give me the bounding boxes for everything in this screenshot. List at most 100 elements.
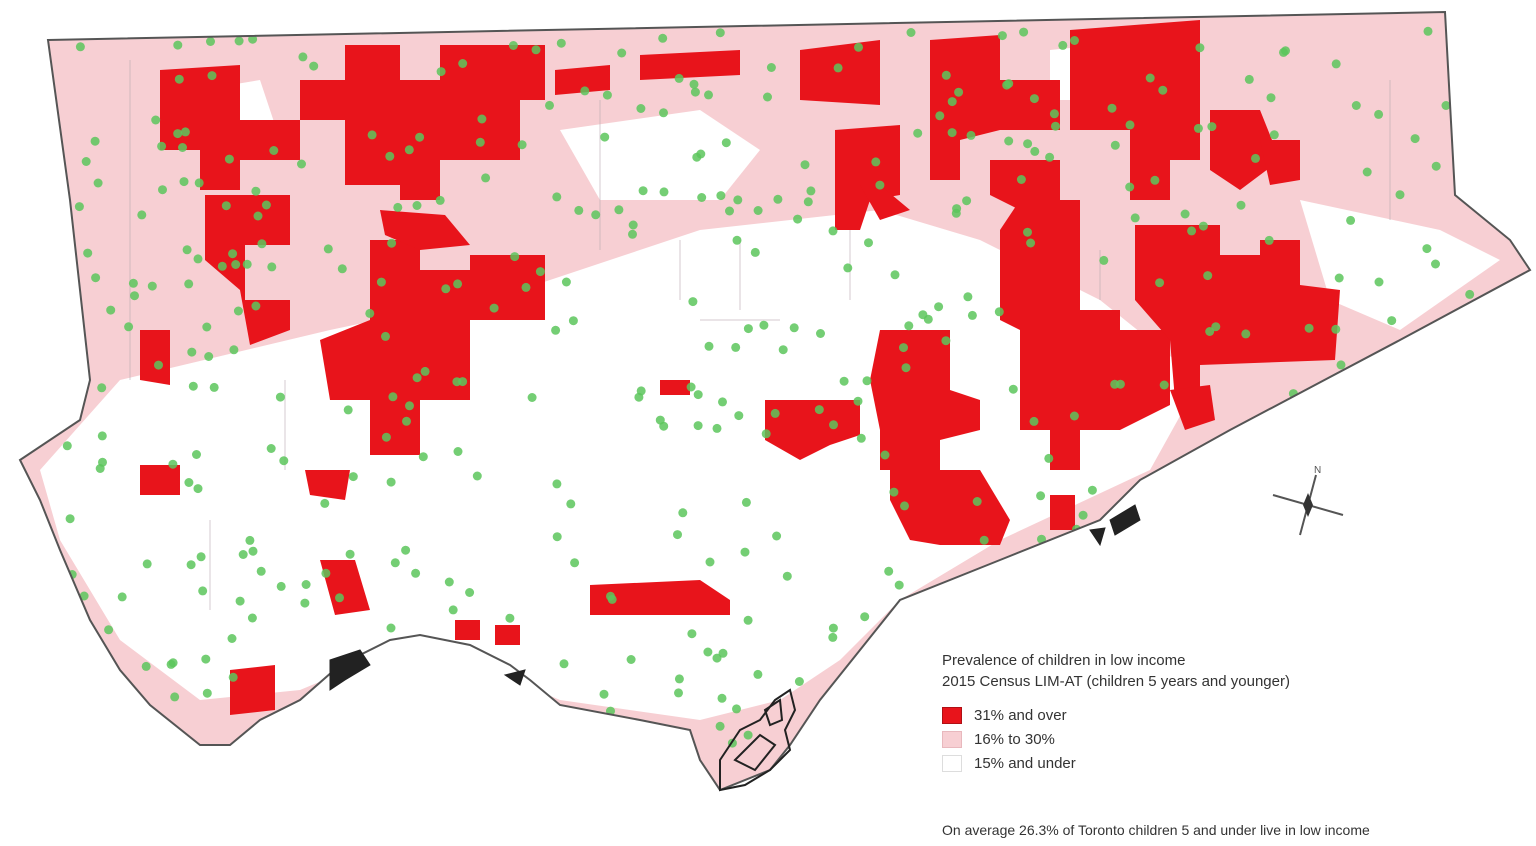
location-marker (967, 310, 977, 320)
location-marker (545, 100, 554, 110)
location-marker (198, 586, 208, 596)
location-marker (814, 405, 824, 415)
location-marker (559, 659, 569, 669)
location-marker (1251, 153, 1260, 163)
location-marker (803, 197, 813, 207)
location-marker (453, 447, 463, 456)
location-marker (997, 31, 1007, 41)
location-marker (1099, 255, 1109, 265)
location-marker (1187, 226, 1197, 236)
location-marker (743, 730, 753, 740)
location-marker (412, 373, 422, 383)
location-marker (712, 423, 722, 433)
location-marker (170, 692, 180, 702)
location-marker (508, 41, 518, 50)
location-marker (570, 558, 580, 568)
location-marker (367, 130, 377, 140)
location-marker (441, 284, 451, 294)
location-marker (688, 297, 698, 307)
location-marker (1362, 167, 1372, 177)
location-marker (269, 146, 279, 155)
location-marker (979, 535, 989, 545)
location-marker (1026, 238, 1036, 248)
location-marker (187, 347, 197, 357)
location-marker (692, 152, 702, 162)
location-marker (1045, 152, 1055, 162)
legend-label-low: 15% and under (974, 754, 1076, 772)
location-marker (716, 191, 726, 201)
location-marker (402, 416, 411, 426)
location-marker (1423, 26, 1433, 36)
location-marker (1087, 485, 1097, 495)
location-marker (151, 115, 161, 125)
location-marker (659, 108, 668, 118)
location-marker (1410, 134, 1420, 144)
location-marker (740, 547, 750, 557)
location-marker (1110, 140, 1120, 150)
tract-layer (40, 20, 1500, 748)
location-marker (718, 648, 728, 658)
legend-swatch-medium (942, 730, 962, 748)
location-marker (1266, 93, 1276, 103)
location-marker (655, 415, 665, 425)
location-marker (800, 160, 810, 170)
location-marker (899, 343, 908, 353)
location-marker (994, 307, 1004, 317)
location-marker (481, 173, 491, 183)
location-marker (411, 568, 421, 578)
location-marker (242, 259, 252, 269)
location-marker (864, 238, 873, 248)
location-marker (202, 688, 212, 698)
location-marker (1044, 453, 1054, 463)
location-marker (178, 143, 187, 152)
location-marker (404, 145, 414, 155)
location-marker (686, 382, 696, 392)
location-marker (972, 497, 982, 506)
location-marker (712, 653, 722, 663)
location-marker (405, 401, 414, 411)
location-marker (552, 192, 562, 202)
location-marker (860, 612, 870, 622)
location-marker (1431, 259, 1440, 269)
location-marker (142, 559, 152, 569)
toronto-islands (719, 688, 797, 792)
location-marker (157, 141, 167, 151)
location-marker (1193, 123, 1203, 133)
city-boundary (18, 10, 1532, 792)
location-marker (510, 252, 520, 262)
location-marker (93, 178, 103, 188)
location-marker (1207, 122, 1217, 132)
location-marker (179, 177, 189, 187)
location-marker (705, 557, 715, 567)
location-marker (934, 302, 944, 312)
location-marker (1346, 215, 1356, 225)
legend-label-medium: 16% to 30% (974, 730, 1055, 748)
location-marker (782, 571, 792, 581)
location-marker (741, 497, 751, 507)
location-marker (436, 67, 446, 77)
location-marker (1395, 190, 1405, 200)
location-marker (415, 132, 425, 142)
legend-item-medium: 16% to 30% (942, 727, 1522, 751)
location-marker (839, 376, 849, 386)
location-marker (348, 472, 358, 482)
location-marker (1004, 136, 1014, 146)
location-marker (690, 87, 700, 97)
location-marker (606, 591, 615, 601)
location-marker (186, 560, 196, 570)
location-marker (335, 593, 344, 603)
location-marker (552, 532, 562, 542)
location-marker (1269, 130, 1279, 140)
location-marker (828, 623, 838, 633)
location-marker (1334, 273, 1344, 283)
location-marker (628, 229, 637, 239)
location-marker (81, 157, 91, 166)
location-marker (251, 301, 261, 311)
location-marker (217, 261, 227, 271)
location-marker (715, 721, 725, 731)
location-marker (228, 672, 238, 682)
location-marker (674, 73, 684, 83)
location-marker (674, 688, 683, 698)
location-marker (231, 260, 241, 269)
location-marker (387, 238, 397, 248)
